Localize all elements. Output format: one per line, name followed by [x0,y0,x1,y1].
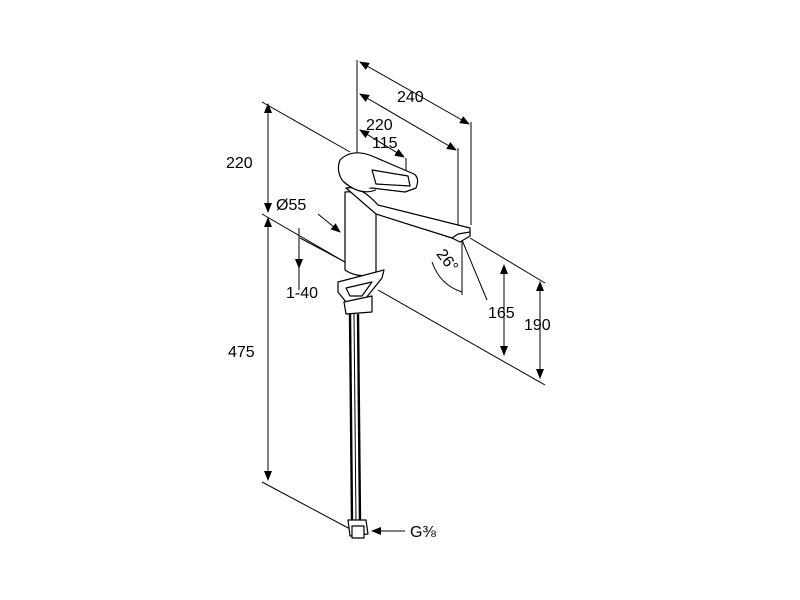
dimension-labels: 240 220 115 220 Ø55 1-40 475 165 190 26°… [226,89,551,541]
dim-angle: 26° [433,246,461,276]
dim-thread: G⅜ [410,524,436,541]
dim-220-left: 220 [226,155,253,172]
dimension-lines [264,61,544,535]
dim-115: 115 [372,135,398,152]
dim-475: 475 [228,344,255,361]
dim-240: 240 [397,89,424,106]
extension-lines [261,60,546,531]
dim-165: 165 [488,305,515,322]
dim-diameter: Ø55 [276,197,306,214]
dim-220-top: 220 [366,117,393,134]
faucet-body [337,152,471,539]
dim-1-40: 1-40 [286,285,318,302]
dim-190: 190 [524,317,551,334]
